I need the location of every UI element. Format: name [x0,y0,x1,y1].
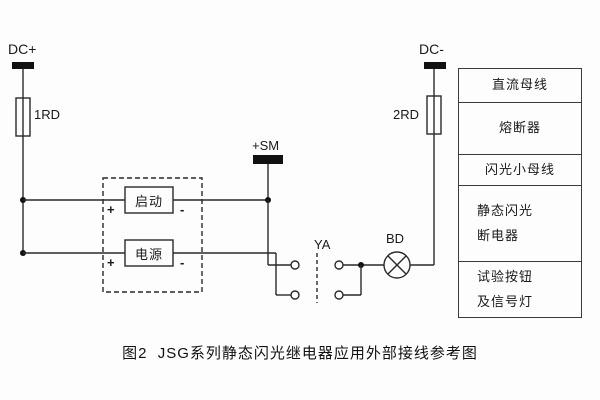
dc-plus-label: DC+ [8,41,37,57]
contact-terminal [290,260,300,270]
power-terminal-label: 电源 [134,246,163,262]
legend-row-test-lamp: 试验按钮 及信号灯 [459,261,581,317]
legend-text: 熔断器 [498,120,541,136]
relay-dashed-outline [102,177,203,293]
legend-text: 及信号灯 [477,293,534,309]
legend-row-fuse: 熔断器 [459,102,581,154]
flash-bus-label: +SM [252,138,280,153]
lamp-cross-stroke [387,255,407,275]
contact-terminal [334,260,344,270]
fuse-1rd-symbol [15,97,31,137]
start-plus-sign: + [107,202,115,217]
lamp-label: BD [386,231,405,246]
legend-text: 直流母线 [491,77,548,93]
start-minus-sign: - [180,202,185,217]
fuse-2rd-label: 2RD [393,107,420,122]
fuse-2rd-symbol [426,95,442,135]
figure-caption: 图2 JSG系列静态闪光继电器应用外部接线参考图 [122,345,478,362]
dc-minus-label: DC- [419,41,444,57]
start-terminal-label: 启动 [134,193,163,209]
dc-plus-bus-bar [12,62,34,69]
legend-text: 闪光小母线 [484,161,555,177]
legend-row-dc-bus: 直流母线 [459,69,581,102]
connector-label: YA [314,237,331,252]
legend-row-relay: 静态闪光 断电器 [459,185,581,261]
legend-text: 断电器 [477,227,520,243]
legend-text: 静态闪光 [477,202,534,218]
dc-minus-bus-bar [424,62,446,69]
legend-table: 直流母线 熔断器 闪光小母线 静态闪光 断电器 试验按钮 及信号灯 [458,68,582,318]
legend-row-flash-bus: 闪光小母线 [459,154,581,185]
power-minus-sign: - [180,255,185,270]
power-plus-sign: + [107,255,115,270]
fuse-1rd-label: 1RD [34,107,61,122]
flash-bus-bar [253,155,283,164]
contact-terminal [334,290,344,300]
contact-terminal [290,290,300,300]
legend-text: 试验按钮 [477,268,534,284]
